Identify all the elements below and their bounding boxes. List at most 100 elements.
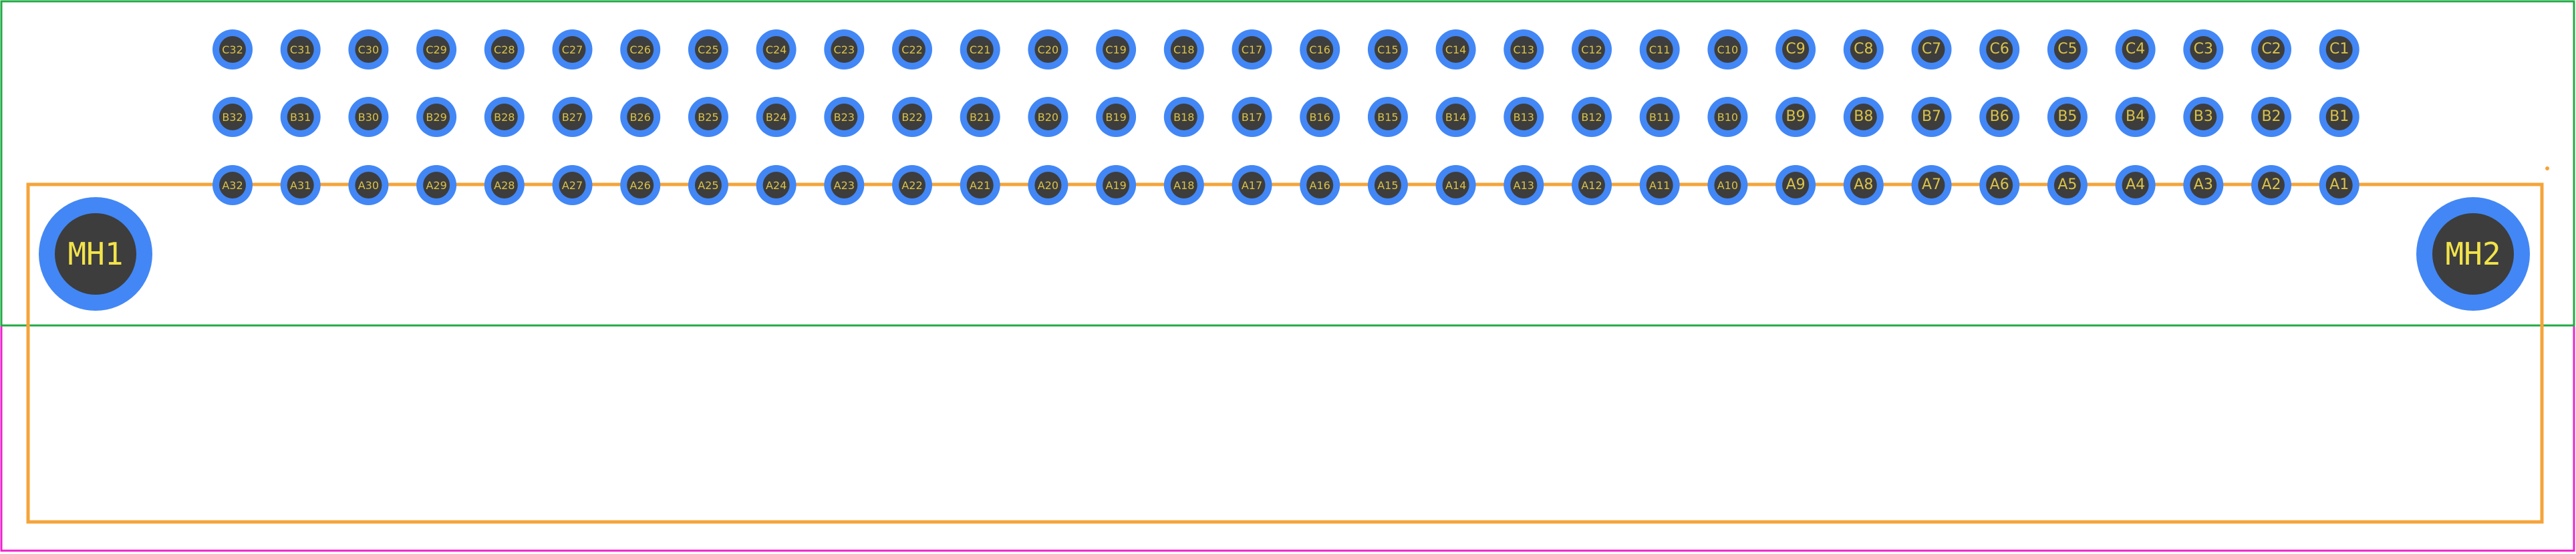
pad-c26: C26 — [620, 29, 661, 70]
pad-b7: B7 — [1911, 97, 1952, 137]
pad-a30: A30 — [348, 165, 389, 205]
pad-drill-hole — [966, 36, 994, 63]
pad-label: C17 — [1242, 43, 1263, 56]
pad-label: C14 — [1445, 43, 1467, 56]
pad-drill-hole — [1034, 36, 1062, 63]
pad-label: C7 — [1922, 41, 1941, 57]
pad-label: B22 — [901, 111, 922, 124]
pad-label: A21 — [970, 179, 990, 192]
pad-drill-hole — [219, 104, 246, 130]
pad-b13: B13 — [1504, 97, 1544, 137]
pad-drill-hole — [2190, 172, 2217, 198]
pad-b1: B1 — [2319, 97, 2359, 137]
pad-label: C22 — [901, 43, 923, 56]
pad-c6: C6 — [1979, 29, 2020, 70]
pad-label: A13 — [1514, 179, 1534, 192]
mounting-hole-group: MH1 MH2 — [39, 197, 2530, 311]
pad-label: A11 — [1649, 179, 1670, 192]
pad-drill-hole — [1103, 104, 1130, 130]
pad-a27: A27 — [552, 165, 593, 205]
pad-c8: C8 — [1843, 29, 1884, 70]
pad-label: B8 — [1854, 108, 1873, 125]
pad-drill-hole — [694, 36, 722, 63]
pad-b25: B25 — [688, 97, 728, 137]
pad-c22: C22 — [892, 29, 932, 70]
pad-c5: C5 — [2047, 29, 2088, 70]
pad-drill-hole — [627, 104, 654, 130]
pad-c7: C7 — [1911, 29, 1952, 70]
pad-drill-hole — [2325, 36, 2353, 63]
pad-drill-hole — [831, 104, 858, 130]
pad-drill-hole — [559, 104, 586, 130]
pad-label: C1 — [2329, 41, 2349, 57]
pad-label: C20 — [1038, 43, 1059, 56]
pad-c3: C3 — [2183, 29, 2224, 70]
courtyard-outline — [0, 0, 2575, 327]
pad-drill-hole — [490, 36, 518, 63]
pad-a12: A12 — [1572, 165, 1612, 205]
pad-label: A3 — [2194, 176, 2213, 193]
pad-drill-hole — [899, 172, 925, 198]
pad-label: B24 — [766, 111, 786, 124]
pad-label: A1 — [2329, 176, 2349, 193]
pad-label: A31 — [290, 179, 311, 192]
pad-drill-hole — [287, 36, 314, 63]
pad-label: B3 — [2194, 108, 2213, 125]
pad-drill-hole — [1850, 172, 1877, 198]
pad-label: C30 — [358, 43, 380, 56]
pad-drill-hole — [1103, 36, 1130, 63]
mounting-hole-label: MH1 — [67, 236, 123, 272]
pad-b26: B26 — [620, 97, 661, 137]
pad-label: A16 — [1310, 179, 1330, 192]
pad-label: C19 — [1105, 43, 1127, 56]
pad-b20: B20 — [1028, 97, 1068, 137]
pad-a20: A20 — [1028, 165, 1068, 205]
pad-label: C32 — [222, 43, 243, 56]
pad-drill-hole — [1034, 172, 1062, 198]
pad-c13: C13 — [1504, 29, 1544, 70]
pad-drill-hole — [490, 172, 518, 198]
pad-b12: B12 — [1572, 97, 1612, 137]
pad-drill-hole — [1442, 104, 1469, 130]
pad-drill-hole — [627, 172, 654, 198]
pad-label: C24 — [766, 43, 787, 56]
pad-a6: A6 — [1979, 165, 2020, 205]
pad-drill-hole — [1850, 104, 1877, 130]
pad-a11: A11 — [1639, 165, 1680, 205]
pad-c17: C17 — [1232, 29, 1272, 70]
pad-drill-hole — [1782, 172, 1810, 198]
pad-b17: B17 — [1232, 97, 1272, 137]
pad-drill-hole — [1782, 104, 1810, 130]
pad-label: B26 — [630, 111, 651, 124]
pad-a5: A5 — [2047, 165, 2088, 205]
pad-drill-hole — [1238, 36, 1266, 63]
pad-c27: C27 — [552, 29, 593, 70]
pad-label: B18 — [1173, 111, 1194, 124]
pad-drill-hole — [1374, 172, 1401, 198]
pad-label: C12 — [1581, 43, 1602, 56]
pad-drill-hole — [966, 104, 994, 130]
mounting-hole-mh2: MH2 — [2416, 197, 2530, 311]
pad-c10: C10 — [1707, 29, 1748, 70]
pad-a4: A4 — [2115, 165, 2156, 205]
pad-drill-hole — [490, 104, 518, 130]
pad-drill-hole — [1170, 172, 1197, 198]
pad-a17: A17 — [1232, 165, 1272, 205]
pad-drill-hole — [423, 36, 450, 63]
pad-label: A14 — [1445, 179, 1466, 192]
pad-label: A8 — [1854, 176, 1873, 193]
pad-b9: B9 — [1775, 97, 1816, 137]
pad-drill-hole — [1782, 36, 1810, 63]
pad-drill-hole — [219, 172, 246, 198]
pad-drill-hole — [1510, 104, 1538, 130]
pad-a25: A25 — [688, 165, 728, 205]
pad-drill-hole — [1374, 104, 1401, 130]
pad-a24: A24 — [756, 165, 797, 205]
mounting-hole-label: MH2 — [2445, 236, 2500, 272]
pad-c12: C12 — [1572, 29, 1612, 70]
pad-drill-hole — [1034, 104, 1062, 130]
pad-c4: C4 — [2115, 29, 2156, 70]
pad-label: A24 — [766, 179, 786, 192]
